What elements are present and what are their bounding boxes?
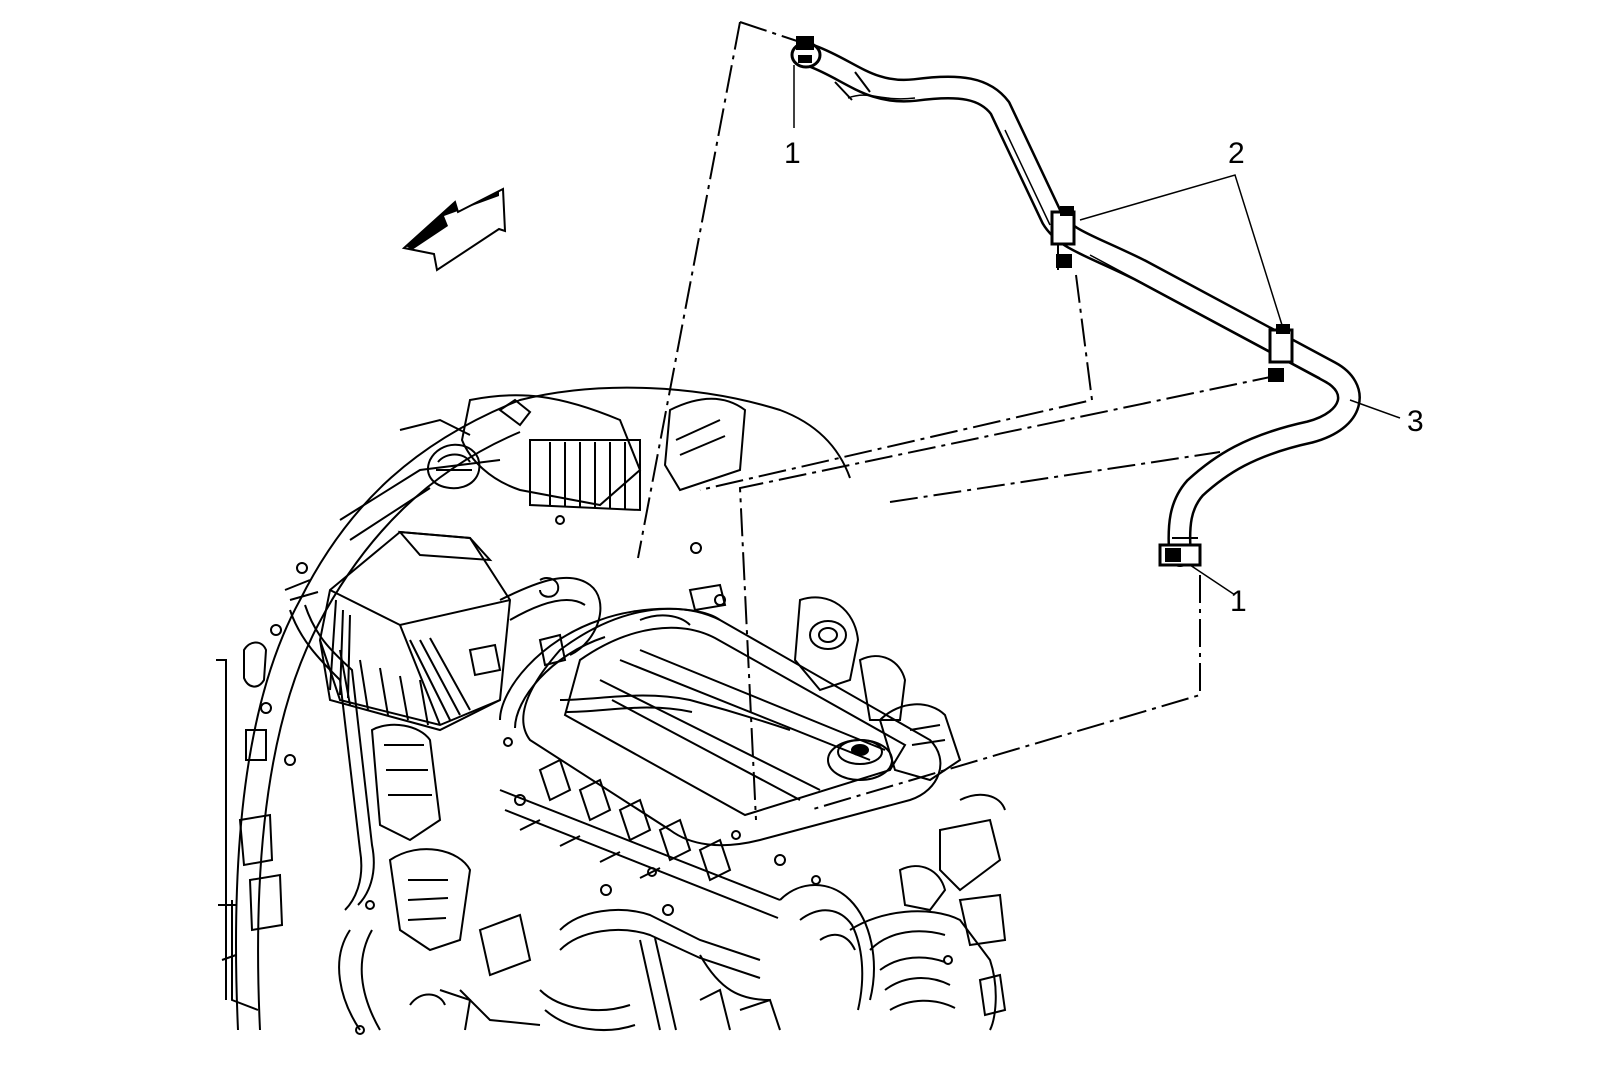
heater-hose-assembly <box>800 44 1361 567</box>
callout-3: 3 <box>1407 405 1424 438</box>
bracket-upper <box>1050 206 1076 270</box>
clamp-bottom <box>1158 537 1202 567</box>
callout-2: 2 <box>1228 137 1245 170</box>
forward-direction-arrow-icon <box>401 187 507 272</box>
clamp-top <box>790 36 822 69</box>
callout-leaders <box>793 65 1401 596</box>
callout-1-top: 1 <box>784 137 801 170</box>
bracket-lower <box>1268 324 1294 382</box>
callout-1-bottom: 1 <box>1230 585 1247 618</box>
engine-bay-illustration <box>216 386 1007 1035</box>
dashed-leader-lines <box>637 21 1281 821</box>
